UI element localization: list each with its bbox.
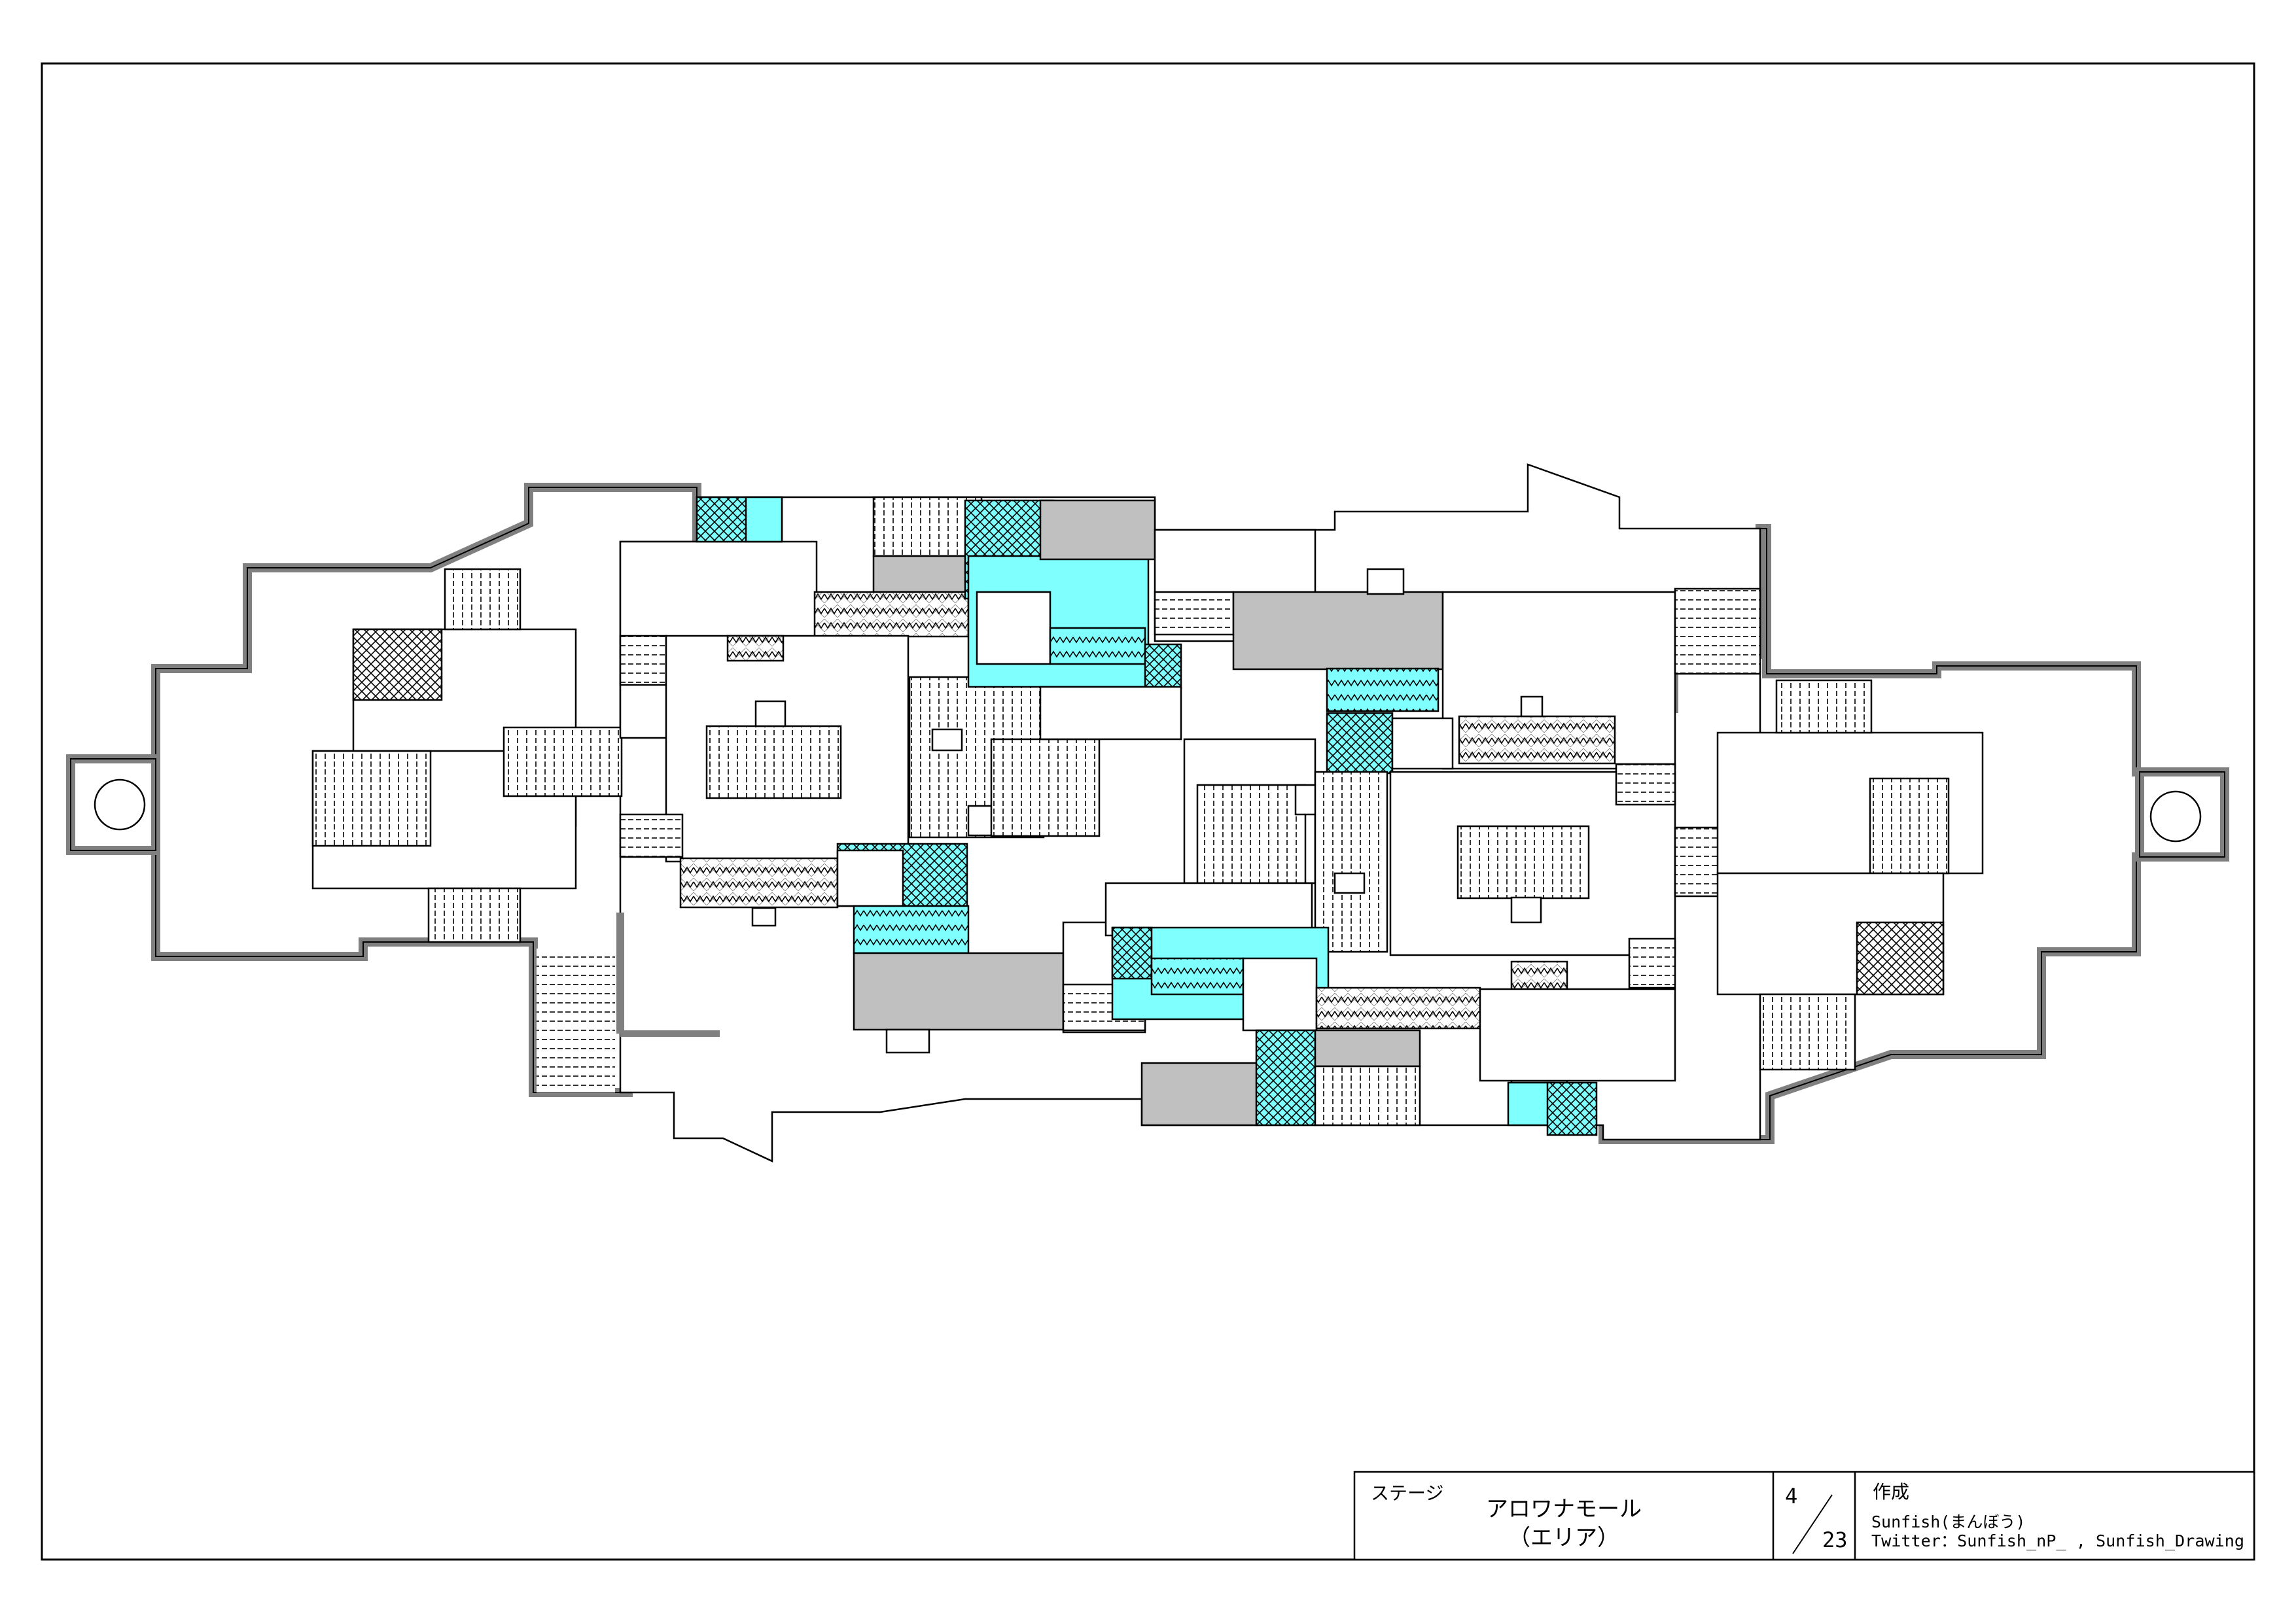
page-total: 23 xyxy=(1822,1527,1848,1552)
title-block: ステージ アロワナモール （エリア） 4 23 作成 Sunfish(まんぼう)… xyxy=(1353,1471,2255,1561)
left-ramp-3 xyxy=(444,568,521,631)
author-name: Sunfish(まんぼう) xyxy=(1871,1512,2025,1531)
left-spawn-circle xyxy=(94,778,146,831)
stage-subtitle: （エリア） xyxy=(1508,1525,1619,1551)
left-cross-pad xyxy=(352,628,443,701)
author-twitter: Twitter：Sunfish_nP_ , Sunfish_Drawing xyxy=(1871,1531,2244,1550)
stage-map xyxy=(66,463,2229,1162)
author-label: 作成 xyxy=(1873,1481,1909,1503)
page-current: 4 xyxy=(1785,1484,1797,1509)
left-ramp-2 xyxy=(503,726,623,797)
left-ramp-1 xyxy=(311,750,432,847)
stage-label: ステージ xyxy=(1371,1482,1443,1504)
sheet-frame xyxy=(41,62,2255,1561)
left-stairs-1 xyxy=(537,949,615,1092)
stage-name: アロワナモール xyxy=(1486,1496,1642,1522)
left-ramp-4 xyxy=(427,887,521,943)
right-spawn-circle xyxy=(2149,790,2202,843)
